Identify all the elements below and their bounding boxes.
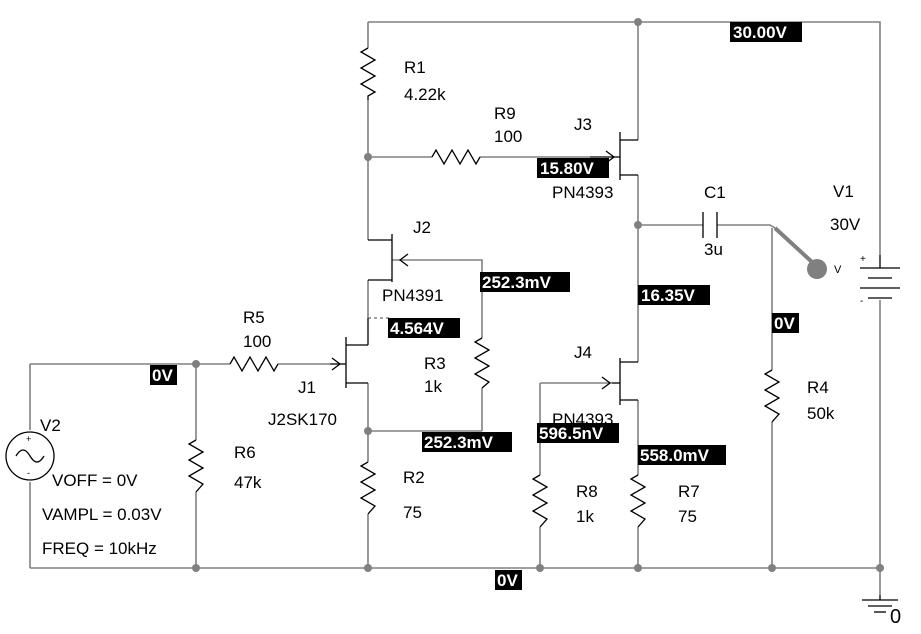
r7-value: 75	[678, 507, 697, 526]
svg-text:30.00V: 30.00V	[733, 23, 788, 42]
c1-name: C1	[704, 183, 726, 202]
junction-dots	[192, 18, 884, 572]
svg-text:252.3mV: 252.3mV	[424, 433, 494, 452]
jfet-j2[interactable]	[368, 234, 409, 282]
svg-text:252.3mV: 252.3mV	[482, 273, 552, 292]
v2-name: V2	[40, 416, 61, 435]
j4-name: J4	[574, 343, 592, 362]
jfet-j4[interactable]	[601, 358, 638, 405]
r9-value: 100	[494, 127, 522, 146]
svg-text:16.35V: 16.35V	[641, 286, 696, 305]
voltage-label-j4-source: 558.0mV	[638, 445, 726, 465]
r3-name: R3	[424, 354, 446, 373]
j3-name: J3	[574, 115, 592, 134]
voltage-label-input: 0V	[150, 365, 177, 385]
voltage-label-load: 0V	[772, 313, 799, 333]
resistor-r6[interactable]	[187, 439, 205, 493]
resistor-r2[interactable]	[359, 461, 377, 515]
svg-text:596.5nV: 596.5nV	[539, 424, 604, 443]
r4-name: R4	[807, 378, 829, 397]
r8-value: 1k	[576, 507, 594, 526]
r8-name: R8	[576, 482, 598, 501]
probe-label: V	[834, 264, 842, 276]
v2-vampl: VAMPL = 0.03V	[42, 505, 162, 524]
v2-freq: FREQ = 10kHz	[42, 539, 157, 558]
resistor-r4[interactable]	[763, 369, 781, 423]
r6-name: R6	[234, 443, 256, 462]
resistor-r1[interactable]	[359, 47, 377, 100]
svg-text:-: -	[860, 296, 863, 307]
resistor-r5[interactable]	[229, 355, 279, 373]
ac-source-v2[interactable]: + -	[5, 431, 55, 481]
svg-text:4.564V: 4.564V	[390, 319, 445, 338]
wires	[29, 21, 881, 595]
svg-text:0V: 0V	[497, 571, 518, 590]
j1-name: J1	[298, 378, 316, 397]
ground-icon: 0	[862, 595, 901, 628]
v2-voff: VOFF = 0V	[52, 471, 138, 490]
svg-text:0V: 0V	[152, 366, 173, 385]
voltage-readouts: 30.00V 15.80V 252.3mV 16.35V 4.564V 0V 0…	[150, 22, 802, 590]
jfet-j1[interactable]	[330, 318, 369, 388]
resistor-r3[interactable]	[473, 337, 491, 389]
voltage-label-ground: 0V	[495, 570, 522, 590]
resistor-r7[interactable]	[629, 474, 647, 528]
j2-model: PN4391	[382, 286, 443, 305]
svg-text:-: -	[27, 468, 30, 478]
voltage-label-top-rail: 30.00V	[730, 22, 802, 42]
r1-value: 4.22k	[404, 85, 446, 104]
j2-name: J2	[413, 218, 431, 237]
voltage-probe-icon[interactable]: V	[773, 226, 842, 279]
svg-text:15.80V: 15.80V	[540, 159, 595, 178]
svg-text:+: +	[860, 254, 866, 265]
svg-text:558.0mV: 558.0mV	[640, 446, 710, 465]
r1-name: R1	[404, 58, 426, 77]
r7-name: R7	[678, 482, 700, 501]
voltage-label-output: 16.35V	[638, 285, 710, 305]
ground-label: 0	[890, 606, 901, 628]
svg-text:0V: 0V	[774, 314, 795, 333]
r9-name: R9	[494, 104, 516, 123]
r5-name: R5	[243, 308, 265, 327]
r6-value: 47k	[234, 473, 262, 492]
r2-value: 75	[403, 503, 422, 522]
v1-name: V1	[833, 182, 854, 201]
c1-value: 3u	[704, 240, 723, 259]
j3-model: PN4393	[552, 183, 613, 202]
battery-v1[interactable]: + -	[860, 254, 900, 307]
resistor-r9[interactable]	[431, 148, 481, 166]
r4-value: 50k	[807, 404, 835, 423]
voltage-label-j1-drain: 4.564V	[388, 318, 460, 338]
v1-value: 30V	[830, 215, 861, 234]
component-labels: R1 4.22k R9 100 J3 PN4393 C1 3u V1 30V J…	[40, 58, 861, 558]
voltage-label-j1-source: 252.3mV	[422, 432, 512, 452]
capacitor-c1[interactable]	[702, 212, 718, 238]
svg-text:+: +	[26, 434, 31, 444]
r5-value: 100	[243, 332, 271, 351]
voltage-label-j3-gate: 15.80V	[537, 158, 609, 178]
r3-value: 1k	[424, 377, 442, 396]
voltage-label-j2-source: 252.3mV	[480, 272, 570, 292]
resistor-r8[interactable]	[531, 474, 549, 528]
r2-name: R2	[403, 468, 425, 487]
voltage-label-j4-gate: 596.5nV	[537, 423, 619, 443]
j1-model: J2SK170	[268, 410, 337, 429]
